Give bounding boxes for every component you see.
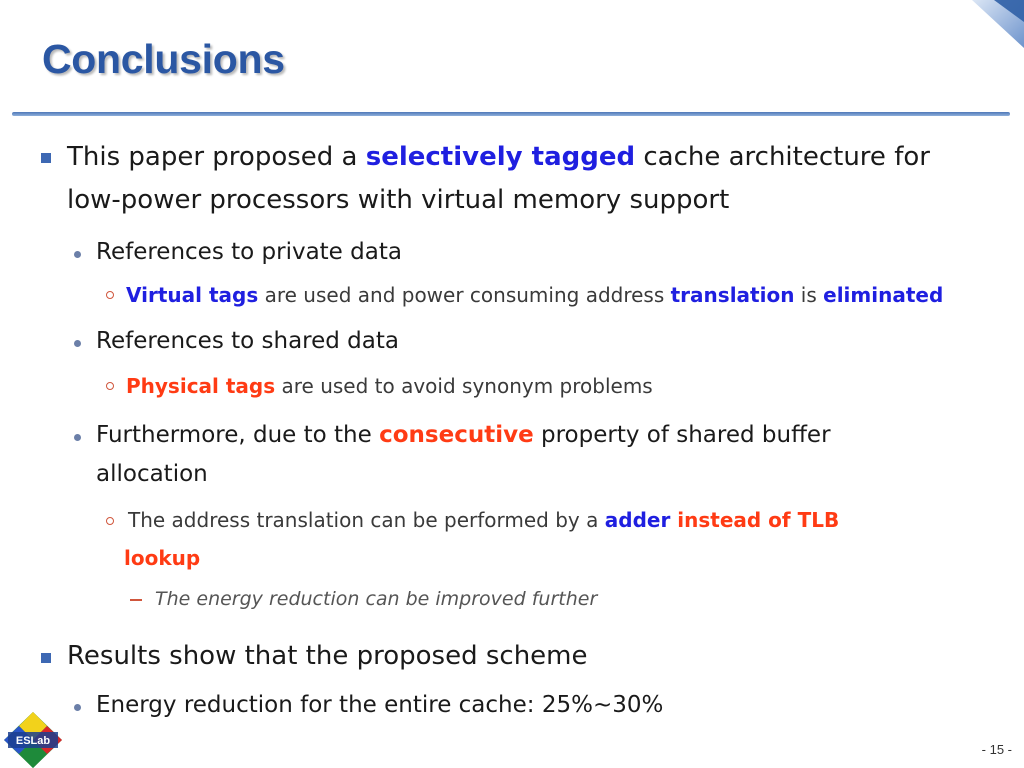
square-bullet-icon [41,153,51,163]
highlight-adder: adder [604,508,671,532]
sub-sub-bullet-virtual-tags: Virtual tags are used and power consumin… [126,277,943,313]
sub-sub-bullet-adder: The address translation can be performed… [128,502,839,538]
highlight-virtual-tags: Virtual tags [126,283,259,307]
title-divider [12,112,1010,116]
dot-bullet-icon [74,434,81,441]
highlight-selectively-tagged: selectively tagged [365,142,636,172]
sub-bullet-consecutive: Furthermore, due to the consecutive prop… [96,416,831,454]
bullet-text: The address translation can be performed… [128,508,605,532]
bullet-text: are used and power consuming address [258,283,671,307]
page-number: - 15 - [981,742,1012,757]
bullet-results: Results show that the proposed scheme [67,641,588,671]
dot-bullet-icon [74,340,81,347]
bullet-text: is [794,283,824,307]
sub-sub-bullet-physical-tags: Physical tags are used to avoid synonym … [126,368,653,404]
corner-decoration [972,0,1024,48]
bullet-selectively-tagged: This paper proposed a selectively tagged… [67,136,930,178]
highlight-translation: translation [670,283,795,307]
eslab-logo-icon: ESLab [4,712,62,768]
sub-bullet-energy-reduction: Energy reduction for the entire cache: 2… [96,692,664,718]
bullet-text: are used to avoid synonym problems [275,374,653,398]
highlight-consecutive: consecutive [379,422,534,448]
dot-bullet-icon [74,251,81,258]
bullet-text: property of shared buffer [533,422,831,448]
page-title: Conclusions [42,36,285,82]
highlight-physical-tags: Physical tags [126,374,276,398]
highlight-instead-of-tlb: instead of TLB [670,508,840,532]
bullet-continuation: low-power processors with virtual memory… [67,185,730,215]
dot-bullet-icon [74,704,81,711]
bullet-text: Furthermore, due to the [96,422,380,448]
sub-sub-sub-bullet-energy: The energy reduction can be improved fur… [155,588,598,610]
dash-bullet-icon [130,599,142,601]
highlight-eliminated: eliminated [823,283,944,307]
bullet-text: This paper proposed a [67,142,366,172]
sub-bullet-private-data: References to private data [96,239,402,265]
bullet-text: cache architecture for [635,142,930,172]
svg-text:ESLab: ESLab [16,735,51,747]
ring-bullet-icon [106,382,114,390]
sub-bullet-shared-data: References to shared data [96,328,399,354]
square-bullet-icon [41,653,51,663]
ring-bullet-icon [106,517,114,525]
ring-bullet-icon [106,291,114,299]
highlight-lookup: lookup [124,546,201,570]
bullet-continuation: allocation [96,461,208,487]
